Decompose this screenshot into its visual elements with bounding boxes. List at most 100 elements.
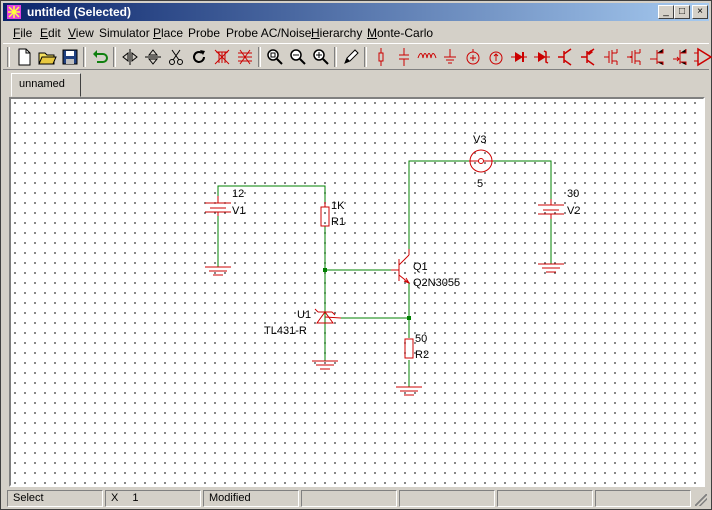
resistor-tool-button[interactable] <box>370 46 392 68</box>
close-button[interactable]: × <box>692 5 708 19</box>
flip-horizontal-button[interactable] <box>119 46 141 68</box>
current-source-tool-button[interactable] <box>485 46 507 68</box>
resistor-r1[interactable] <box>320 202 330 227</box>
ground-v2[interactable] <box>538 263 564 273</box>
cut-scissors-icon <box>169 49 183 65</box>
ground-tool-button[interactable] <box>439 46 461 68</box>
v1-value-label: 12 <box>232 188 244 200</box>
pmos-tool-button[interactable] <box>623 46 645 68</box>
new-file-button[interactable] <box>13 46 35 68</box>
junction-dot <box>323 268 327 272</box>
voltage-source-tool-icon <box>466 49 480 65</box>
menu-probe-ac-noise[interactable]: Probe AC/Noise <box>226 26 312 40</box>
inductor-tool-button[interactable] <box>416 46 438 68</box>
cut-scissors-button[interactable] <box>165 46 187 68</box>
flip-horizontal-icon <box>122 49 138 65</box>
ground-tool-icon <box>444 49 456 64</box>
resize-grip-icon[interactable] <box>695 494 707 506</box>
zoom-in-button[interactable] <box>310 46 332 68</box>
pencil-wire-icon <box>344 49 359 64</box>
pjfet-tool-icon <box>673 49 687 65</box>
toolbar-separator <box>83 47 86 67</box>
status-mode: Select <box>7 490 103 507</box>
q1-name-label: Q1 <box>413 261 428 273</box>
wire-collector-v3[interactable] <box>408 160 469 249</box>
ground-v1[interactable] <box>205 266 231 276</box>
ground-r2[interactable] <box>396 386 422 396</box>
npn-tool-button[interactable] <box>554 46 576 68</box>
zoom-fit-button[interactable] <box>264 46 286 68</box>
tab-unnamed[interactable]: unnamed <box>11 73 81 97</box>
save-disk-button[interactable] <box>59 46 81 68</box>
status-panel <box>497 490 593 507</box>
nmos-tool-button[interactable] <box>600 46 622 68</box>
ground-u1[interactable] <box>312 360 338 370</box>
maximize-button[interactable]: □ <box>674 5 690 19</box>
r2-name-label: R2 <box>415 349 429 361</box>
v1-name-label: V1 <box>232 205 245 217</box>
status-state: Modified <box>203 490 299 507</box>
rotate-button[interactable] <box>188 46 210 68</box>
undo-button[interactable] <box>89 46 111 68</box>
delete-icon <box>214 49 230 65</box>
open-folder-button[interactable] <box>36 46 58 68</box>
menu-hierarchy[interactable]: Hierarchy <box>311 26 363 40</box>
minimize-button[interactable]: _ <box>658 5 674 19</box>
zener-tool-button[interactable] <box>531 46 553 68</box>
status-panel <box>301 490 397 507</box>
voltage-source-v3[interactable] <box>469 149 493 173</box>
resistor-r2[interactable] <box>404 338 414 359</box>
njfet-tool-button[interactable] <box>646 46 668 68</box>
menu-monte-carlo[interactable]: Monte-Carlo <box>367 26 434 40</box>
inductor-tool-icon <box>417 53 437 59</box>
diode-tool-button[interactable] <box>508 46 530 68</box>
toolbar-separator <box>113 47 116 67</box>
capacitor-tool-icon <box>399 48 409 66</box>
title-bar[interactable]: untitled (Selected) _ □ × <box>3 3 709 21</box>
toolbar <box>3 43 712 70</box>
pnp-tool-icon <box>581 48 595 66</box>
voltage-source-tool-button[interactable] <box>462 46 484 68</box>
wire-v3-v2[interactable] <box>493 160 552 199</box>
shunt-regulator-u1[interactable] <box>314 308 342 324</box>
undo-icon <box>93 50 108 63</box>
toolbar-separator <box>364 47 367 67</box>
menu-file[interactable]: File <box>13 26 33 40</box>
schematic-canvas[interactable]: V3 5 12 V1 1K R1 30 V2 Q1 Q2N3055 U1 TL4… <box>11 99 703 485</box>
zoom-out-button[interactable] <box>287 46 309 68</box>
pjfet-tool-button[interactable] <box>669 46 691 68</box>
menu-simulator[interactable]: Simulator <box>99 26 150 40</box>
menu-bar: File Edit View Simulator Place Probe Pro… <box>3 23 709 42</box>
delete-button[interactable] <box>211 46 233 68</box>
opamp-tool-icon <box>694 47 712 67</box>
maximize-icon: □ <box>678 6 686 17</box>
transistor-q1[interactable] <box>391 249 411 285</box>
flip-vertical-icon <box>145 49 161 65</box>
toolbar-separator <box>7 47 10 67</box>
battery-v2[interactable] <box>538 199 564 219</box>
njfet-tool-icon <box>650 49 664 65</box>
pnp-tool-button[interactable] <box>577 46 599 68</box>
menu-place[interactable]: Place <box>153 26 184 40</box>
schematic-canvas-frame: V3 5 12 V1 1K R1 30 V2 Q1 Q2N3055 U1 TL4… <box>9 97 705 487</box>
u1-name-label: U1 <box>297 309 311 321</box>
components <box>205 149 564 396</box>
menu-view[interactable]: View <box>68 26 94 40</box>
capacitor-tool-button[interactable] <box>393 46 415 68</box>
u1-model-label: TL431-R <box>264 325 307 337</box>
diode-tool-icon <box>511 52 527 62</box>
battery-v1[interactable] <box>205 196 231 216</box>
opamp-tool-button[interactable] <box>692 46 712 68</box>
delete-wires-button[interactable] <box>234 46 256 68</box>
resistor-tool-icon <box>378 48 384 66</box>
menu-edit[interactable]: Edit <box>40 26 61 40</box>
schematic-drawing[interactable]: V3 5 12 V1 1K R1 30 V2 Q1 Q2N3055 U1 TL4… <box>11 99 703 485</box>
status-x-label: X <box>111 492 119 504</box>
menu-probe[interactable]: Probe <box>188 26 221 40</box>
wire-v1-r1[interactable] <box>217 185 326 205</box>
flip-vertical-button[interactable] <box>142 46 164 68</box>
toolbar-separator <box>258 47 261 67</box>
pencil-wire-button[interactable] <box>340 46 362 68</box>
